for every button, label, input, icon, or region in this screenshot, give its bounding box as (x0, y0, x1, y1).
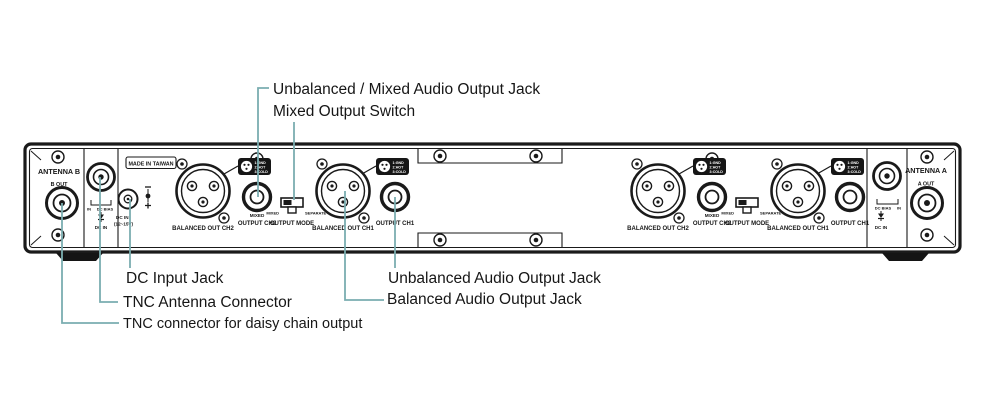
callout-unbalanced-mixed: Unbalanced / Mixed Audio Output Jack (273, 81, 540, 98)
xlr-pinout-badge (830, 157, 865, 176)
dc-jack-label1: DC IN (116, 215, 129, 220)
antenna-in-dc-bias-right: DC BIAS IN DC IN (872, 161, 902, 230)
callout-mixed-switch: Mixed Output Switch (273, 103, 415, 120)
output-mode-label: OUTPUT MODE (725, 221, 769, 227)
receiver-unit-right: BALANCED OUT CH2 MIXED OUTPUT CH2 MIXED … (627, 157, 870, 232)
mixed-tag: MIXED (250, 213, 265, 218)
callout-unbalanced-out: Unbalanced Audio Output Jack (388, 270, 601, 287)
xlr-pinout-badge (692, 157, 727, 176)
dc-in-label: DC IN (875, 225, 888, 230)
callout-labels: Unbalanced / Mixed Audio Output Jack Mix… (123, 81, 601, 332)
screw-icon (529, 149, 543, 163)
switch-mixed-label: MIXED (721, 211, 734, 216)
badge-link (223, 165, 239, 175)
screw-icon (433, 149, 447, 163)
switch-separate-label: SEPARATE (305, 211, 327, 216)
made-in-label: MADE IN TAIWAN (128, 162, 173, 168)
switch-mixed-label: MIXED (266, 211, 279, 216)
output-ch1-jack (834, 181, 866, 213)
xlr-pinout-badge (375, 157, 410, 176)
balanced-ch1-label: BALANCED OUT CH1 (767, 226, 829, 232)
antenna-a-section: ANTENNA A A OUT (905, 166, 947, 220)
dc-jack-label2: (12~15V) (114, 222, 133, 227)
callout-tnc-antenna: TNC Antenna Connector (123, 294, 292, 311)
output-mode-label: OUTPUT MODE (270, 221, 314, 227)
antenna-in-dc-bias-left: IN DC BIAS DC IN (86, 162, 116, 230)
right-foot (882, 253, 929, 261)
antenna-b-label: ANTENNA B (38, 167, 80, 176)
leader-tnc-antenna (99, 177, 118, 303)
bottom-tab (417, 232, 563, 248)
balanced-ch2-label: BALANCED OUT CH2 (172, 226, 234, 232)
output-ch2-jack (241, 181, 273, 213)
badge-link (678, 165, 694, 175)
mixed-tag: MIXED (705, 213, 720, 218)
screw-icon (433, 233, 447, 247)
screw-icon (920, 150, 934, 164)
dc-bias-word1: DC BIAS (875, 206, 892, 211)
top-tab (417, 148, 563, 164)
bracket (90, 200, 112, 206)
dc-input-jack: DC IN (12~15V) (114, 186, 152, 227)
callout-lines (61, 87, 396, 324)
antenna-b-section: ANTENNA B B OUT (38, 167, 80, 220)
made-in-badge: MADE IN TAIWAN (125, 156, 177, 170)
output-ch2-label: OUTPUT CH2 (693, 221, 732, 227)
b-out-label: B OUT (51, 182, 68, 188)
badge-link (816, 165, 832, 175)
a-out-label: A OUT (918, 182, 935, 188)
callout-tnc-daisy: TNC connector for daisy chain output (123, 316, 362, 332)
switch-separate-label: SEPARATE (760, 211, 782, 216)
dc-bias-word1: IN (87, 207, 91, 212)
callout-dc-input: DC Input Jack (126, 270, 224, 287)
bracket (876, 199, 899, 205)
dc-in-label: DC IN (95, 225, 108, 230)
xlr-pinout-badge (237, 157, 272, 176)
balanced-ch1-label: BALANCED OUT CH1 (312, 226, 374, 232)
screw-icon (920, 228, 934, 242)
tnc-a-out-connector (910, 186, 944, 220)
leader-tnc-daisy (61, 203, 119, 324)
callout-balanced-out: Balanced Audio Output Jack (387, 291, 582, 308)
dc-bias-word2: DC BIAS (97, 207, 114, 212)
leader-balanced-out (344, 191, 384, 301)
balanced-ch2-label: BALANCED OUT CH2 (627, 226, 689, 232)
output-ch2-jack (696, 181, 728, 213)
output-ch1-label: OUTPUT CH1 (831, 221, 870, 227)
screw-icon (51, 150, 65, 164)
tnc-antenna-in-connector (872, 161, 902, 191)
tnc-antenna-in-connector (86, 162, 116, 192)
leader-unbalanced-mixed (257, 87, 269, 197)
output-ch2-label: OUTPUT CH2 (238, 221, 277, 227)
left-foot (56, 253, 103, 261)
corner-bevels (30, 150, 955, 246)
screw-icon (529, 233, 543, 247)
badge-link (361, 165, 377, 175)
dc-bias-word2: IN (897, 206, 901, 211)
antenna-a-label: ANTENNA A (905, 166, 947, 175)
